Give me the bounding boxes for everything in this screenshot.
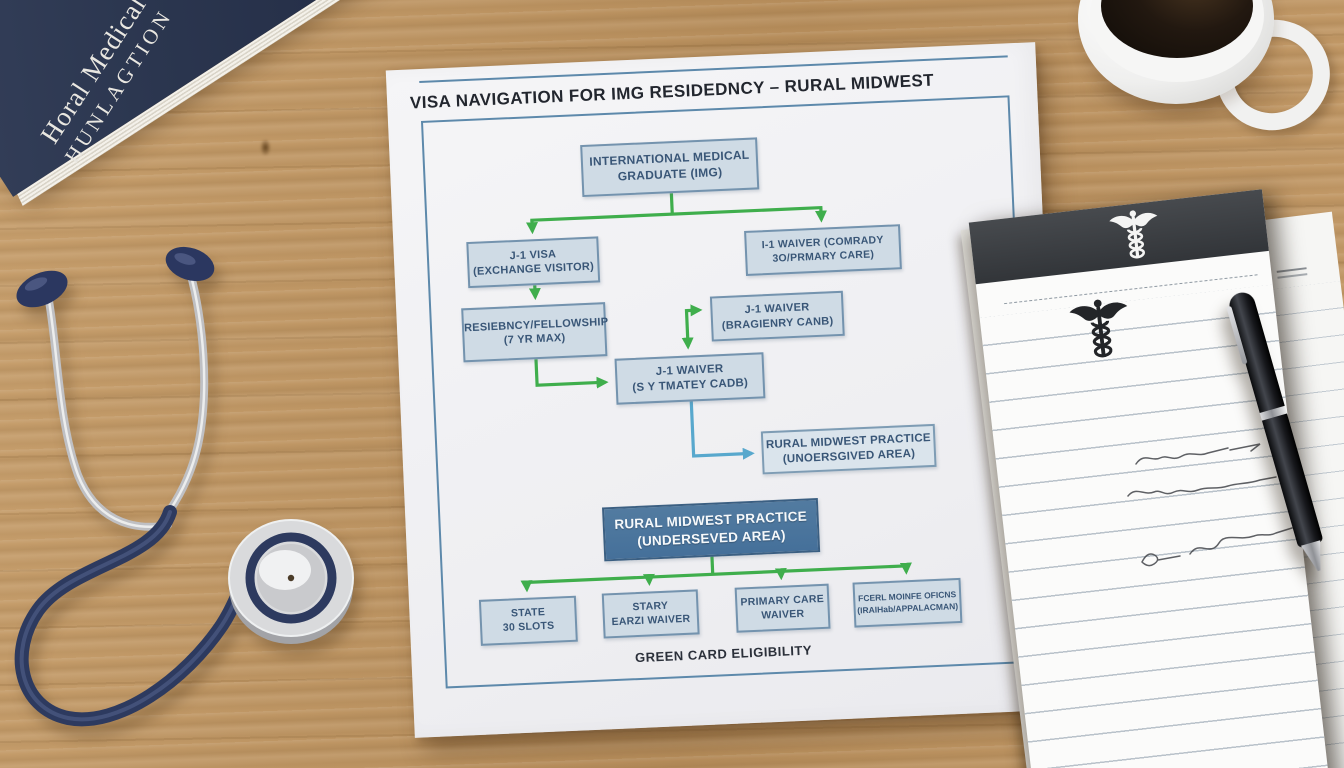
caduceus-icon	[1106, 205, 1164, 269]
node-text: 30 SLOTS	[502, 619, 555, 634]
caduceus-icon	[1066, 293, 1136, 370]
node-federal-options: FCERL MOINFE OFICNS (IRAIHab/APPALACMAN)	[852, 577, 963, 628]
handwriting	[1276, 267, 1307, 273]
earpieces	[16, 246, 215, 308]
node-international-medical-graduate: INTERNATIONAL MEDICAL GRADUATE (IMG)	[580, 137, 760, 198]
flowchart-paper: VISA NAVIGATION FOR IMG RESIDEDNCY – RUR…	[385, 42, 1065, 738]
node-text: EARZI WAIVER	[611, 612, 691, 628]
chest-piece	[228, 519, 354, 644]
node-j1-waiver-s: J-1 WAIVER (S Y TMATEY CADB)	[614, 352, 766, 405]
wood-knot	[260, 139, 271, 156]
green-connectors	[520, 193, 912, 593]
node-primary-care-waiver: PRIMARY CARE WAIVER	[734, 583, 831, 633]
node-residency-fellowship: RESIEBNCY/FELLOWSHIP (7 YR MAX)	[461, 302, 609, 363]
node-stary-waiver: STARY EARZI WAIVER	[601, 589, 700, 639]
binaural-tubes	[44, 268, 209, 531]
node-rural-midwest-practice-dark: RURAL MIDWEST PRACTICE (UNDERSEVED AREA)	[602, 498, 821, 562]
tubing	[14, 505, 249, 727]
node-j1-waiver-b: J-1 WAIVER (BRAGIENRY CANB)	[709, 290, 845, 342]
node-j1-visa: J-1 VISA (EXCHANGE VISITOR)	[466, 236, 601, 289]
node-conrad-waiver: I-1 WAIVER (COMRADY 3O/PRMARY CARE)	[744, 224, 902, 276]
stethoscope	[14, 246, 354, 727]
tubing-highlight	[19, 510, 244, 722]
node-rural-midwest-practice-light: RURAL MIDWEST PRACTICE (UNOERSGIVED AREA…	[760, 423, 937, 475]
flowchart-arrows	[520, 193, 912, 593]
blue-connector	[689, 401, 755, 460]
node-state-30-slots: STATE 30 SLOTS	[478, 595, 578, 646]
handwriting	[1127, 443, 1293, 567]
node-text: WAIVER	[761, 607, 805, 622]
